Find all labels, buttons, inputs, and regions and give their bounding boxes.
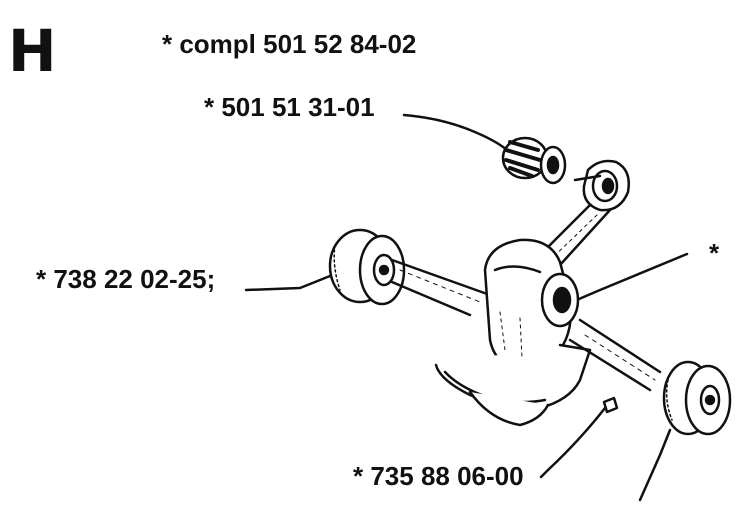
crank-web [434,238,592,427]
leader-key [539,406,607,479]
leader-bottom-right [638,428,672,502]
left-ball-bearing [328,228,406,306]
label-right-pointer: * [709,238,720,268]
label-key-part-number: * 735 88 06-00 [353,461,524,491]
right-ball-bearing [662,360,732,436]
label-left-bearing-part-number: * 738 22 02-25; [36,264,216,294]
leader-left-bearing [244,274,332,292]
needle-bearing [501,136,567,185]
leader-right [570,252,689,304]
leader-needle-bearing [402,113,509,152]
woodruff-key [602,396,619,414]
right-shaft [568,318,662,392]
label-needle-bearing-part-number: * 501 51 31-01 [204,92,375,122]
left-shaft [390,258,492,317]
section-letter: H [8,17,57,85]
label-assembly-part-number: * compl 501 52 84-02 [162,29,417,59]
connecting-rod [538,159,630,267]
